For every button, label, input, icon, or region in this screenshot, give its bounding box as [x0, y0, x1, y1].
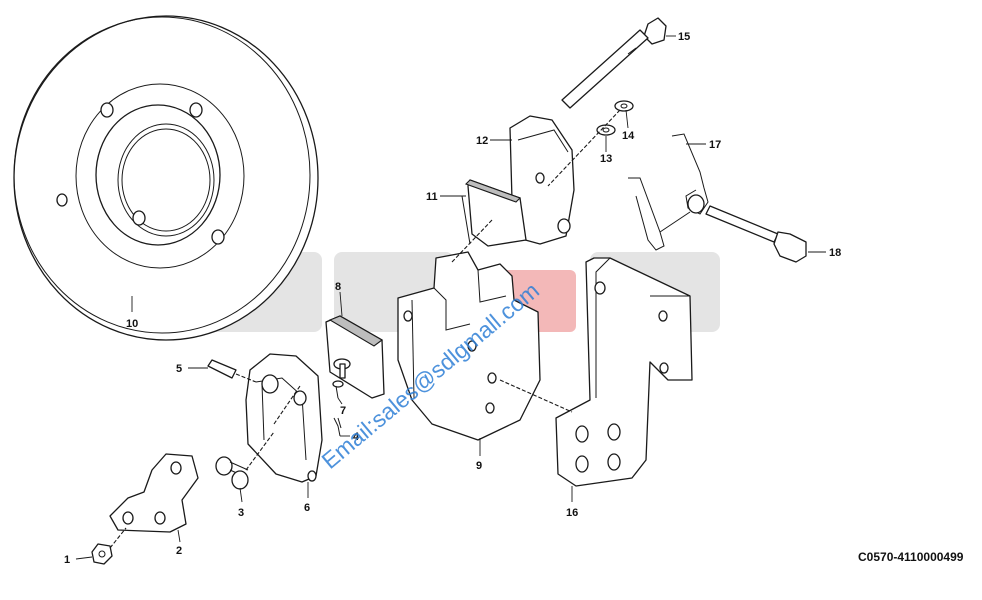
- nut: [91, 527, 127, 565]
- brake-disc: [13, 15, 319, 341]
- svg-text:15: 15: [678, 31, 690, 43]
- callout-9: 9: [476, 438, 482, 472]
- caliper-body: [245, 353, 323, 483]
- svg-text:14: 14: [622, 130, 635, 142]
- svg-text:7: 7: [340, 405, 346, 417]
- callout-14: 14: [622, 109, 635, 142]
- callout-18: 18: [808, 247, 841, 259]
- spring-clip: [628, 133, 709, 251]
- svg-text:8: 8: [335, 281, 341, 293]
- svg-text:16: 16: [566, 507, 578, 519]
- callout-17: 17: [686, 139, 721, 151]
- svg-text:6: 6: [304, 502, 310, 514]
- upper-bracket: [509, 115, 575, 245]
- callout-7: 7: [337, 397, 346, 417]
- callout-3: 3: [238, 487, 244, 519]
- callout-5: 5: [176, 363, 208, 375]
- long-bolt: [561, 17, 667, 109]
- svg-text:18: 18: [829, 247, 841, 259]
- caliper-axis-line: [273, 385, 301, 425]
- drawing-code: C0570-4110000499: [858, 550, 964, 564]
- bolt-axis-line: [547, 109, 621, 187]
- cotter-pin: [333, 417, 342, 437]
- callout-4: 4: [340, 431, 360, 443]
- mounting-bracket: [555, 257, 693, 487]
- svg-text:13: 13: [600, 153, 612, 165]
- pad-axis-line: [451, 219, 493, 263]
- bracket-axis-line: [499, 379, 573, 413]
- callout-1: 1: [64, 554, 93, 566]
- lever-plate: [109, 453, 199, 533]
- svg-text:11: 11: [426, 191, 438, 203]
- svg-text:3: 3: [238, 507, 244, 519]
- callout-6: 6: [304, 482, 310, 514]
- callout-2: 2: [176, 529, 182, 557]
- pin: [207, 359, 257, 383]
- washer-top: [614, 100, 634, 112]
- small-bolt: [332, 358, 351, 399]
- svg-text:4: 4: [353, 431, 360, 443]
- svg-text:12: 12: [476, 135, 488, 147]
- svg-text:1: 1: [64, 554, 70, 566]
- svg-text:2: 2: [176, 545, 182, 557]
- callout-15: 15: [666, 31, 690, 43]
- callout-12: 12: [476, 135, 512, 147]
- spring: [215, 431, 275, 490]
- callout-10: 10: [126, 296, 138, 330]
- washer-bottom: [596, 124, 616, 136]
- bolt-right: [705, 205, 807, 263]
- svg-text:17: 17: [709, 139, 721, 151]
- callout-13: 13: [600, 136, 612, 165]
- callout-11: 11: [426, 191, 466, 203]
- caliper-bracket: [397, 251, 541, 441]
- svg-text:5: 5: [176, 363, 182, 375]
- callout-16: 16: [566, 486, 578, 519]
- svg-text:9: 9: [476, 460, 482, 472]
- callout-8: 8: [335, 281, 343, 317]
- svg-text:10: 10: [126, 318, 138, 330]
